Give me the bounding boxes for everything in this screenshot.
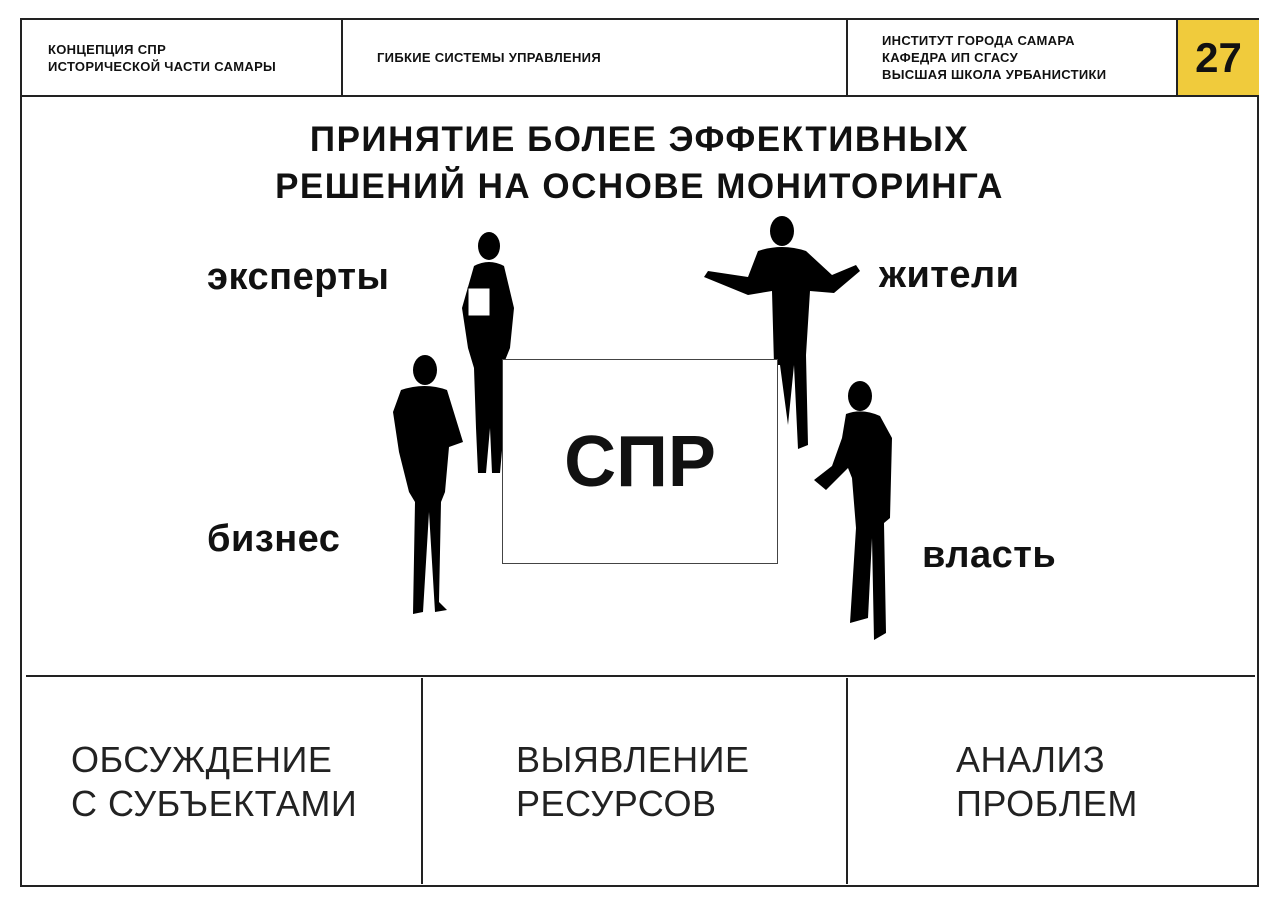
bottom-item-analysis: АНАЛИЗ ПРОБЛЕМ: [956, 738, 1138, 826]
header-line: ГИБКИЕ СИСТЕМЫ УПРАВЛЕНИЯ: [377, 50, 601, 65]
bottom-line: АНАЛИЗ: [956, 739, 1106, 780]
header-project: КОНЦЕПЦИЯ СПР ИСТОРИЧЕСКОЙ ЧАСТИ САМАРЫ: [48, 20, 276, 95]
person-silhouette-icon: [393, 355, 463, 614]
person-silhouette-icon: [704, 216, 860, 449]
person-silhouette-icon: [814, 381, 892, 640]
header-line: КОНЦЕПЦИЯ СПР: [48, 41, 167, 57]
label-power: власть: [922, 534, 1057, 576]
divider: [341, 20, 343, 95]
bottom-item-discussion: ОБСУЖДЕНИЕ С СУБЪЕКТАМИ: [71, 738, 357, 826]
header-section: ГИБКИЕ СИСТЕМЫ УПРАВЛЕНИЯ: [377, 20, 601, 95]
title-line: РЕШЕНИЙ НА ОСНОВЕ МОНИТОРИНГА: [275, 167, 1004, 206]
slide-frame: КОНЦЕПЦИЯ СПР ИСТОРИЧЕСКОЙ ЧАСТИ САМАРЫ …: [20, 18, 1259, 887]
bottom-line: ВЫЯВЛЕНИЕ: [516, 739, 750, 780]
header-line: КАФЕДРА ИП СГАСУ: [882, 50, 1018, 65]
bottom-line: ОБСУЖДЕНИЕ: [71, 739, 333, 780]
bottom-item-resources: ВЫЯВЛЕНИЕ РЕСУРСОВ: [516, 738, 750, 826]
slide-title: ПРИНЯТИЕ БОЛЕЕ ЭФФЕКТИВНЫХ РЕШЕНИЙ НА ОС…: [22, 116, 1257, 210]
person-silhouette-icon: [462, 232, 514, 473]
divider: [846, 678, 848, 884]
title-line: ПРИНЯТИЕ БОЛЕЕ ЭФФЕКТИВНЫХ: [309, 120, 970, 159]
bottom-line: ПРОБЛЕМ: [956, 783, 1138, 824]
bottom-line: РЕСУРСОВ: [516, 783, 717, 824]
bottom-line: С СУБЪЕКТАМИ: [71, 783, 358, 824]
spr-box: СПР: [502, 359, 778, 564]
divider: [846, 20, 848, 95]
label-experts: эксперты: [207, 256, 390, 298]
header-line: ИСТОРИЧЕСКОЙ ЧАСТИ САМАРЫ: [48, 58, 277, 74]
divider: [1176, 20, 1178, 95]
label-business: бизнес: [207, 518, 341, 560]
divider: [421, 678, 423, 884]
page-number: 27: [1178, 20, 1259, 95]
header-institution: ИНСТИТУТ ГОРОДА САМАРА КАФЕДРА ИП СГАСУ …: [882, 20, 1106, 95]
divider: [26, 675, 1255, 677]
header-line: ИНСТИТУТ ГОРОДА САМАРА: [882, 33, 1075, 48]
label-residents: жители: [879, 254, 1020, 296]
header: КОНЦЕПЦИЯ СПР ИСТОРИЧЕСКОЙ ЧАСТИ САМАРЫ …: [22, 20, 1259, 97]
header-line: ВЫСШАЯ ШКОЛА УРБАНИСТИКИ: [882, 67, 1107, 82]
